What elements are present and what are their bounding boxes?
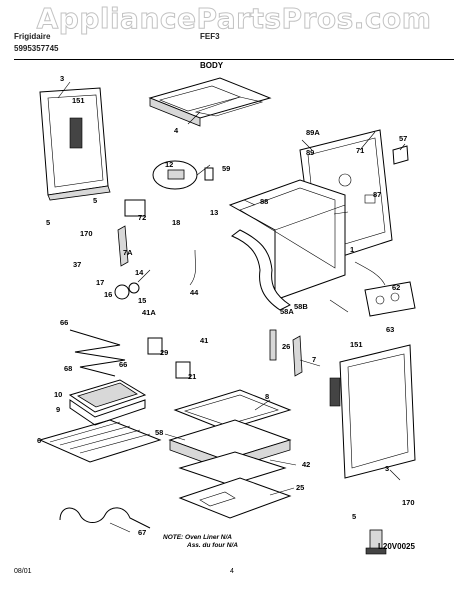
callout-10: 10 bbox=[54, 390, 63, 399]
terminal-block bbox=[354, 261, 416, 317]
callout-57: 57 bbox=[399, 134, 408, 143]
body-frame bbox=[228, 179, 346, 301]
callout-58a: 58A bbox=[280, 307, 294, 316]
callout-12: 12 bbox=[165, 160, 174, 169]
callout-16: 16 bbox=[104, 290, 113, 299]
broiler-pan bbox=[68, 379, 147, 426]
callout-87: 87 bbox=[373, 190, 382, 199]
drawer-bottom bbox=[178, 477, 292, 519]
callout-15: 15 bbox=[138, 296, 147, 305]
callout-58b: 58B bbox=[294, 302, 308, 311]
storage-drawer-front bbox=[173, 389, 292, 431]
callout-14: 14 bbox=[135, 268, 144, 277]
callout-62: 62 bbox=[392, 283, 401, 292]
callout-41a: 41A bbox=[142, 308, 156, 317]
callout-7: 7 bbox=[312, 355, 317, 364]
callout-8: 8 bbox=[265, 392, 270, 401]
callout-5-bottom: 5 bbox=[352, 512, 357, 521]
drawer-slide bbox=[178, 451, 287, 486]
callout-151: 151 bbox=[72, 96, 85, 105]
callout-63: 63 bbox=[386, 325, 395, 334]
callout-17: 17 bbox=[96, 278, 105, 287]
callout-29: 29 bbox=[160, 348, 169, 357]
callout-58: 58 bbox=[155, 428, 164, 437]
callout-88: 88 bbox=[260, 197, 269, 206]
callout-7a: 7A bbox=[123, 248, 133, 257]
callout-66-left: 66 bbox=[60, 318, 69, 327]
callout-44: 44 bbox=[190, 288, 199, 297]
hinge-26 bbox=[269, 329, 277, 361]
hinge-left bbox=[117, 225, 129, 267]
callout-13: 13 bbox=[210, 208, 219, 217]
left-side-panel bbox=[39, 87, 111, 201]
callout-6: 6 bbox=[37, 436, 42, 445]
callout-1: 1 bbox=[350, 245, 355, 254]
callout-3: 3 bbox=[60, 74, 65, 83]
callout-67: 67 bbox=[138, 528, 147, 537]
igniter-assembly bbox=[152, 160, 214, 190]
callout-41: 41 bbox=[200, 336, 209, 345]
footer-date: 08/01 bbox=[14, 568, 32, 575]
footer-page-number: 4 bbox=[230, 568, 234, 575]
figure-code: L20V0025 bbox=[378, 542, 415, 551]
section-title: BODY bbox=[200, 61, 224, 70]
callout-66-right: 66 bbox=[119, 360, 128, 369]
brand-name: Frigidaire bbox=[14, 32, 51, 41]
cooktop-top bbox=[148, 77, 272, 127]
oven-rack bbox=[38, 419, 162, 463]
publication-number: 5995357745 bbox=[14, 44, 59, 53]
leveling-leg bbox=[365, 529, 387, 555]
oven-liner-note: NOTE: Oven Liner N/A Ass. du four N/A bbox=[163, 534, 238, 550]
right-side-panel bbox=[329, 344, 416, 479]
callout-59: 59 bbox=[222, 164, 231, 173]
leader-lines bbox=[57, 81, 406, 533]
oven-thermostat bbox=[114, 269, 151, 300]
insulation-strip bbox=[231, 229, 291, 311]
callout-26: 26 bbox=[282, 342, 291, 351]
note-line-french: Ass. du four N/A bbox=[187, 542, 238, 549]
hinge-right bbox=[292, 335, 303, 377]
callout-5-left: 5 bbox=[46, 218, 51, 227]
callout-72: 72 bbox=[138, 213, 147, 222]
callout-37: 37 bbox=[73, 260, 82, 269]
back-bracket bbox=[392, 145, 409, 165]
fuse-holder bbox=[124, 199, 146, 217]
callout-3-right: 3 bbox=[385, 464, 390, 473]
callout-68: 68 bbox=[64, 364, 73, 373]
callout-170: 170 bbox=[80, 229, 93, 238]
callout-9: 9 bbox=[56, 405, 61, 414]
callout-89: 89 bbox=[306, 148, 315, 157]
callout-21: 21 bbox=[188, 372, 197, 381]
header-rule bbox=[14, 59, 454, 60]
callout-89a: 89A bbox=[306, 128, 320, 137]
broil-element bbox=[59, 507, 151, 529]
callout-18: 18 bbox=[172, 218, 181, 227]
callout-4: 4 bbox=[174, 126, 179, 135]
callout-25: 25 bbox=[296, 483, 305, 492]
callout-170-right: 170 bbox=[402, 498, 415, 507]
callout-151-right: 151 bbox=[350, 340, 363, 349]
callout-42: 42 bbox=[302, 460, 311, 469]
wire-44 bbox=[189, 249, 196, 286]
note-line-english: NOTE: Oven Liner N/A bbox=[163, 534, 232, 541]
door-switches bbox=[147, 337, 191, 379]
watermark: AppliancePartsPros.com bbox=[36, 2, 432, 36]
callout-5-top: 5 bbox=[93, 196, 98, 205]
model-number: FEF3 bbox=[200, 32, 220, 41]
callout-71: 71 bbox=[356, 146, 365, 155]
bake-element bbox=[69, 329, 126, 377]
